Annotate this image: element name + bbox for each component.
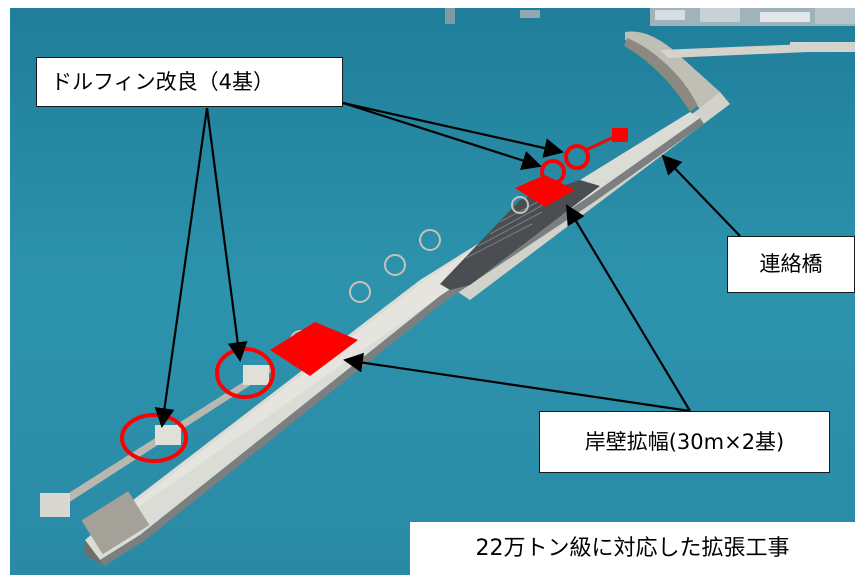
- arrow-quay-1: [565, 204, 691, 412]
- pier-end-structure: [81, 491, 150, 555]
- dolphin-link-line: [585, 134, 617, 152]
- arrow-quay-2: [343, 352, 691, 413]
- pier-end: [84, 540, 104, 566]
- upper-road: [660, 42, 855, 58]
- dolphin-structure-2: [243, 365, 269, 385]
- dolphin-circle-4: [564, 144, 590, 170]
- dolphin-end-marker: [612, 128, 628, 142]
- arrow-dolphin-1: [154, 107, 209, 428]
- paved-area: [440, 180, 600, 290]
- pier-edge: [100, 118, 704, 566]
- dolphin-end: [40, 493, 70, 517]
- paved-area-lines: [465, 189, 561, 259]
- arrow-dolphin-4: [342, 101, 564, 158]
- frame-top: [0, 0, 855, 8]
- connecting-bridge-label: 連絡橋: [727, 236, 855, 293]
- dolphin-improvement-label: ドルフィン改良（4基）: [36, 57, 343, 107]
- quay-widening-1: [270, 322, 358, 376]
- quay-widening-2: [515, 175, 575, 207]
- arrow-dolphin-3: [342, 101, 542, 171]
- arrow-bridge: [661, 154, 741, 237]
- annotation-arrows: [154, 101, 741, 428]
- frame-left: [0, 0, 10, 575]
- caption: 22万トン級に対応した拡張工事: [410, 522, 855, 575]
- dolphin-structure-1: [155, 425, 181, 445]
- quay-widening-label: 岸壁拡幅(30m×2基): [539, 411, 830, 473]
- arrow-dolphin-2: [205, 107, 248, 362]
- breakwater-rocks: [624, 38, 698, 112]
- dolphin-circle-1: [120, 413, 188, 463]
- dolphin-circle-3: [540, 159, 566, 185]
